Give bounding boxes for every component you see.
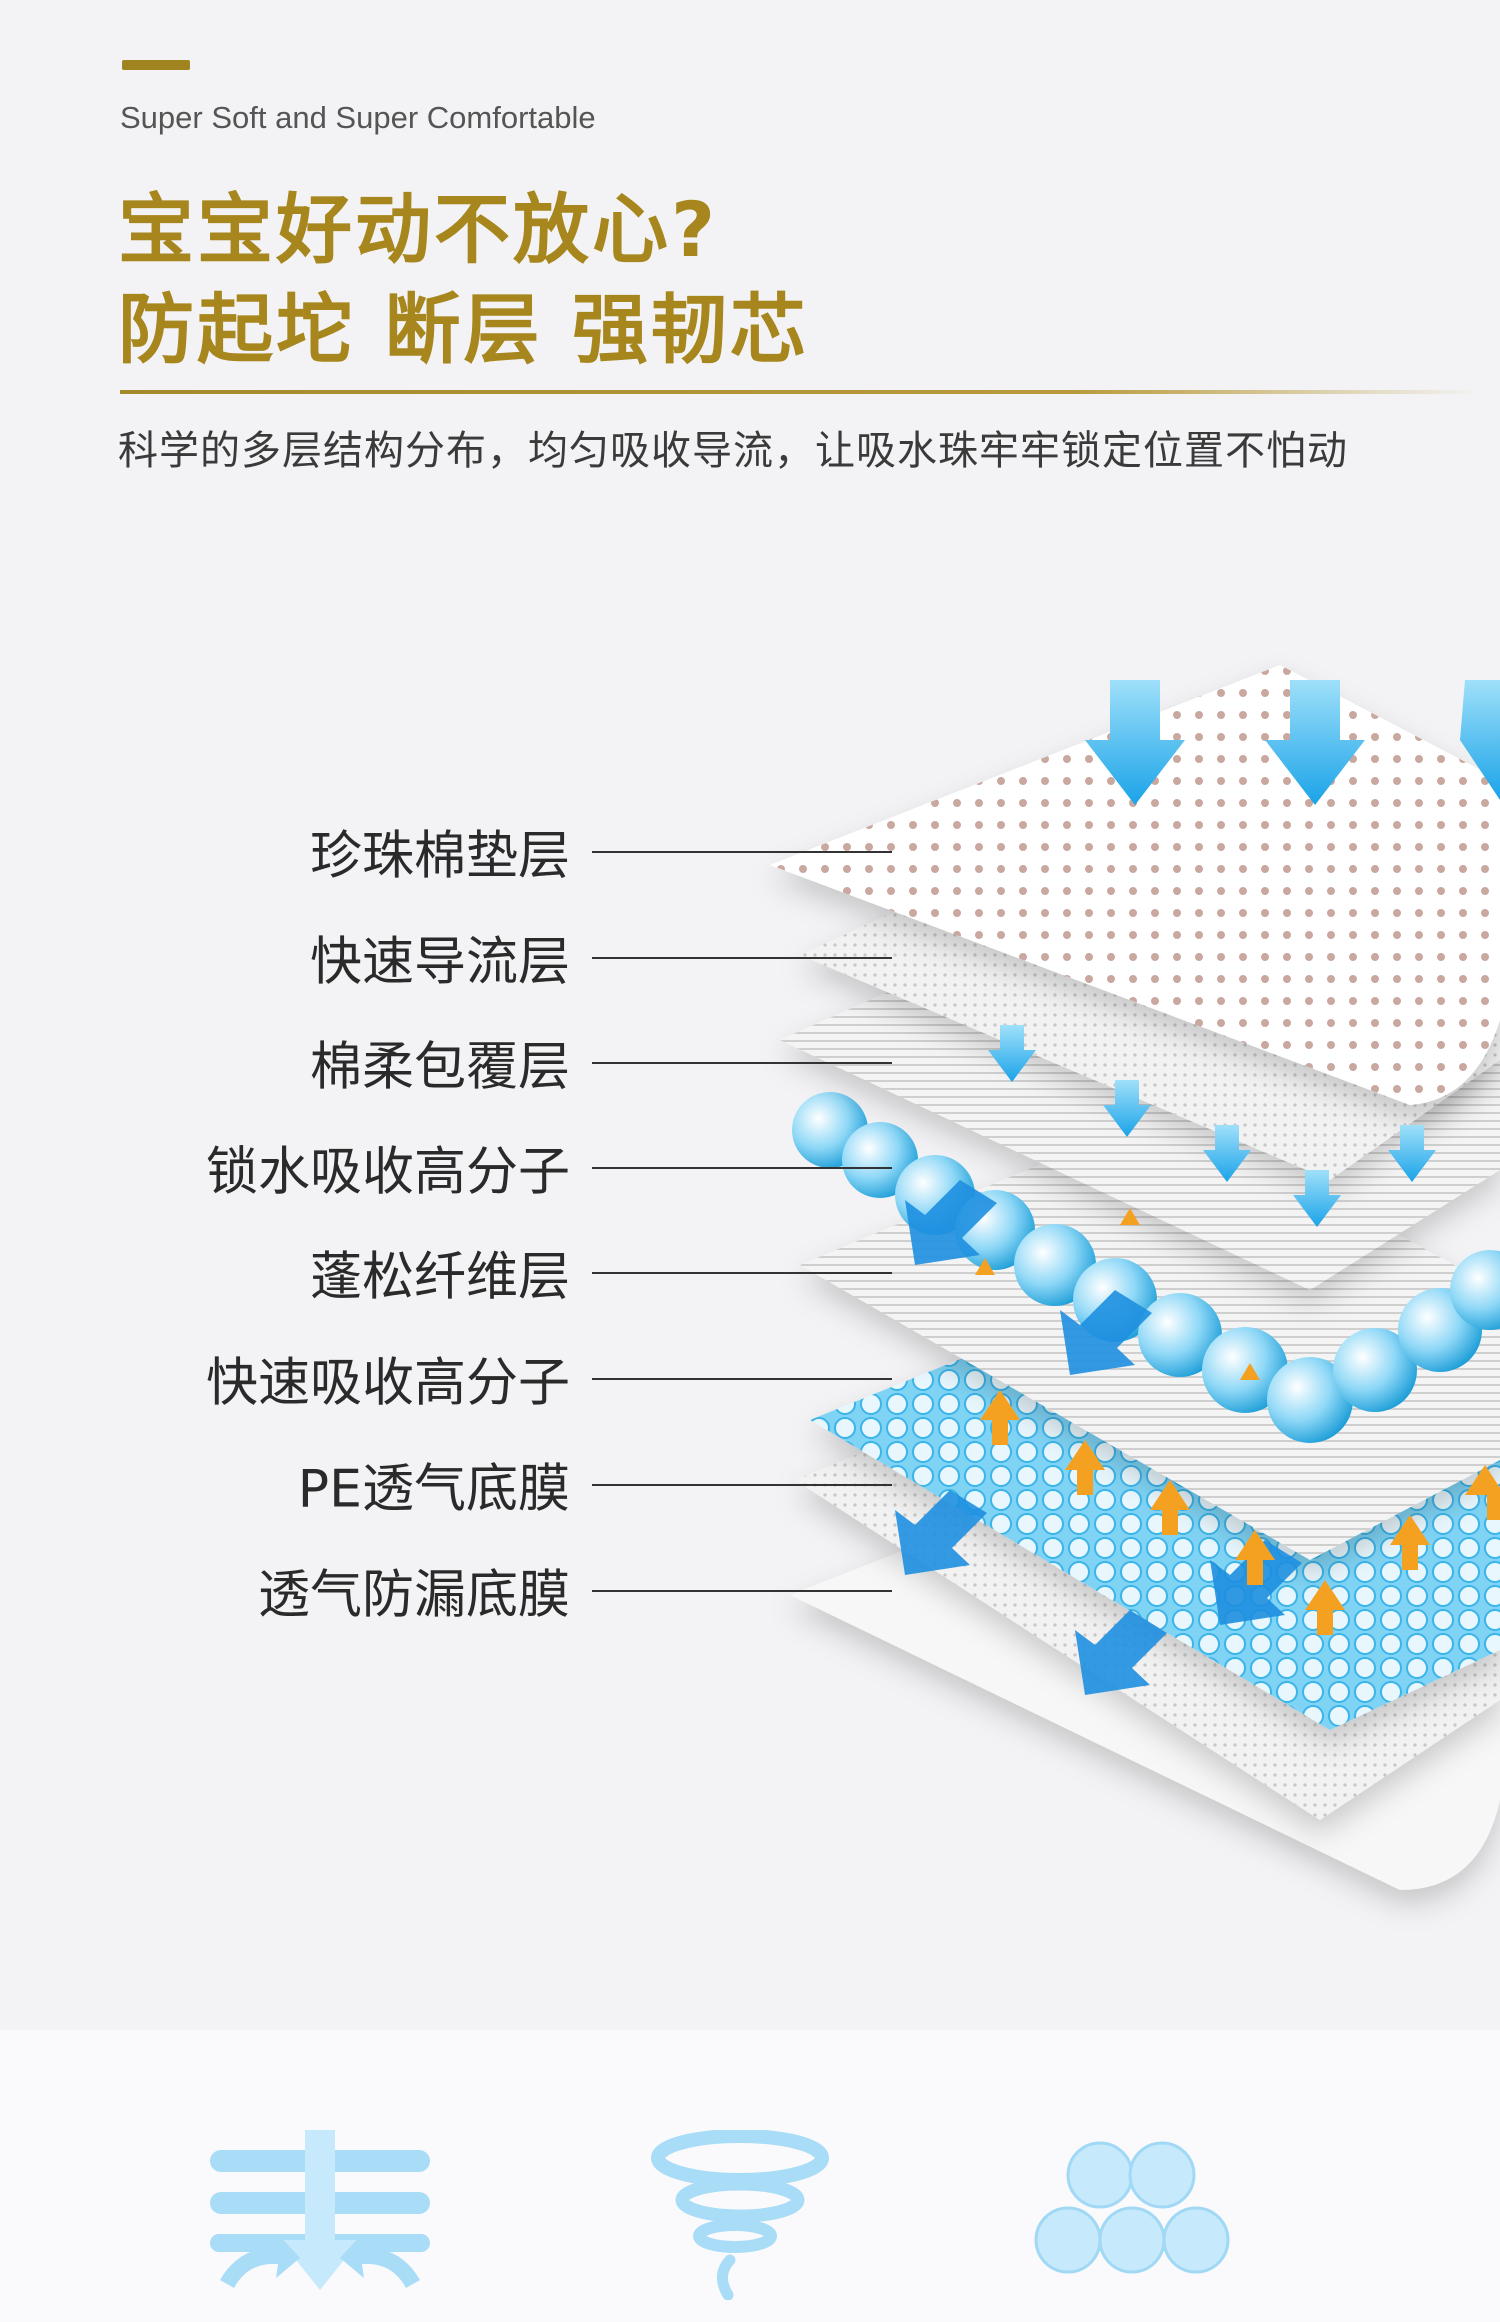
headline-line-2: 防起坨 断层 强韧芯 bbox=[118, 285, 809, 374]
gold-divider bbox=[120, 390, 1480, 394]
accent-bar bbox=[122, 60, 190, 70]
leader-line bbox=[592, 1062, 892, 1064]
up-arrows-orange bbox=[975, 1208, 1500, 1635]
layer-labels: 珍珠棉垫层 快速导流层 棉柔包覆层 锁水吸收高分子 蓬松纤维层 快速吸收高分子 … bbox=[0, 0, 600, 1700]
layer-label-fluffy-fiber: 蓬松纤维层 bbox=[309, 1247, 570, 1308]
subtitle-english: Super Soft and Super Comfortable bbox=[120, 100, 596, 135]
bead-cluster-icon bbox=[1034, 2141, 1230, 2274]
leader-line bbox=[592, 851, 892, 853]
layer-label-fast-absorb-polymer: 快速吸收高分子 bbox=[205, 1353, 570, 1414]
headline-line-1: 宝宝好动不放心? bbox=[118, 185, 719, 274]
layer-illustration bbox=[770, 665, 1500, 1890]
layer-label-pearl-cotton: 珍珠棉垫层 bbox=[309, 826, 570, 887]
layer-label-pe-film: PE透气底膜 bbox=[297, 1459, 570, 1520]
tornado-swirl-icon bbox=[651, 2130, 829, 2300]
leader-line bbox=[592, 1378, 892, 1380]
leader-line bbox=[592, 1272, 892, 1274]
leader-line bbox=[592, 957, 892, 959]
layer-label-cotton-wrap: 棉柔包覆层 bbox=[309, 1037, 570, 1098]
down-arrows-blue bbox=[988, 680, 1500, 1227]
leader-line bbox=[592, 1484, 892, 1486]
leader-line bbox=[592, 1167, 892, 1169]
leader-line bbox=[592, 1590, 892, 1592]
layer-label-fast-diversion: 快速导流层 bbox=[309, 932, 570, 993]
description-text: 科学的多层结构分布，均匀吸收导流，让吸水珠牢牢锁定位置不怕动 bbox=[118, 428, 1348, 474]
airflow-arrows-icon bbox=[210, 2130, 430, 2290]
layer-label-lock-water-polymer: 锁水吸收高分子 bbox=[205, 1142, 570, 1203]
layer-label-leakproof-film: 透气防漏底膜 bbox=[257, 1565, 570, 1626]
